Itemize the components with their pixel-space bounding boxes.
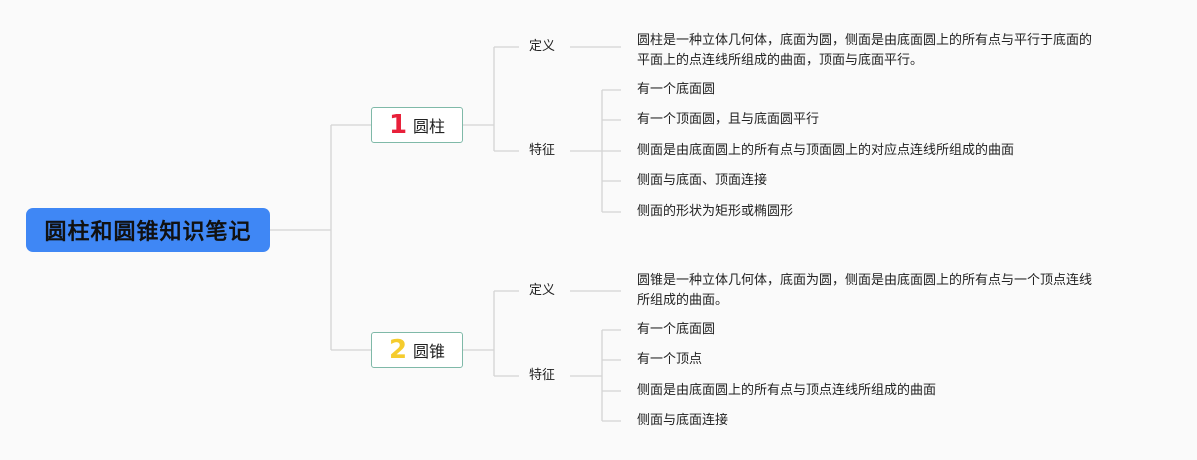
- cylinder-feature-item[interactable]: 有一个顶面圆，且与底面圆平行: [637, 112, 820, 127]
- cylinder-definition[interactable]: 圆柱是一种立体几何体，底面为圆，侧面是由底面圆上的所有点与平行于底面的 平面上的…: [637, 31, 1092, 71]
- cone-definition[interactable]: 圆锥是一种立体几何体，底面为圆，侧面是由底面圆上的所有点与一个顶点连线 所组成的…: [637, 271, 1092, 311]
- definition-line: 圆锥是一种立体几何体，底面为圆，侧面是由底面圆上的所有点与一个顶点连线: [637, 273, 1093, 288]
- cylinder-feature-item[interactable]: 有一个底面圆: [637, 82, 716, 97]
- cone-feature-item[interactable]: 侧面与底面连接: [637, 413, 729, 428]
- branch-title: 圆柱: [413, 117, 446, 136]
- cone-features-label[interactable]: 特征: [529, 368, 556, 383]
- branch-title: 圆锥: [413, 342, 446, 361]
- definition-line: 平面上的点连线所组成的曲面，顶面与底面平行。: [637, 53, 924, 68]
- cylinder-definition-label[interactable]: 定义: [529, 39, 556, 54]
- branch-cylinder[interactable]: 1 圆柱: [371, 107, 463, 143]
- definition-line: 圆柱是一种立体几何体，底面为圆，侧面是由底面圆上的所有点与平行于底面的: [637, 33, 1093, 48]
- cone-feature-item[interactable]: 侧面是由底面圆上的所有点与顶点连线所组成的曲面: [637, 383, 937, 398]
- number-2-icon: 2: [388, 335, 408, 365]
- cylinder-feature-item[interactable]: 侧面的形状为矩形或椭圆形: [637, 204, 794, 219]
- cone-feature-item[interactable]: 有一个顶点: [637, 352, 703, 367]
- number-1-icon: 1: [388, 110, 408, 140]
- cylinder-feature-item[interactable]: 侧面与底面、顶面连接: [637, 173, 768, 188]
- root-topic[interactable]: 圆柱和圆锥知识笔记: [26, 208, 270, 252]
- definition-line: 所组成的曲面。: [637, 293, 729, 308]
- branch-cone[interactable]: 2 圆锥: [371, 332, 463, 368]
- cylinder-features-label[interactable]: 特征: [529, 143, 556, 158]
- cylinder-feature-item[interactable]: 侧面是由底面圆上的所有点与顶面圆上的对应点连线所组成的曲面: [637, 143, 1015, 158]
- root-title: 圆柱和圆锥知识笔记: [44, 220, 252, 245]
- cone-definition-label[interactable]: 定义: [529, 283, 556, 298]
- cone-feature-item[interactable]: 有一个底面圆: [637, 322, 716, 337]
